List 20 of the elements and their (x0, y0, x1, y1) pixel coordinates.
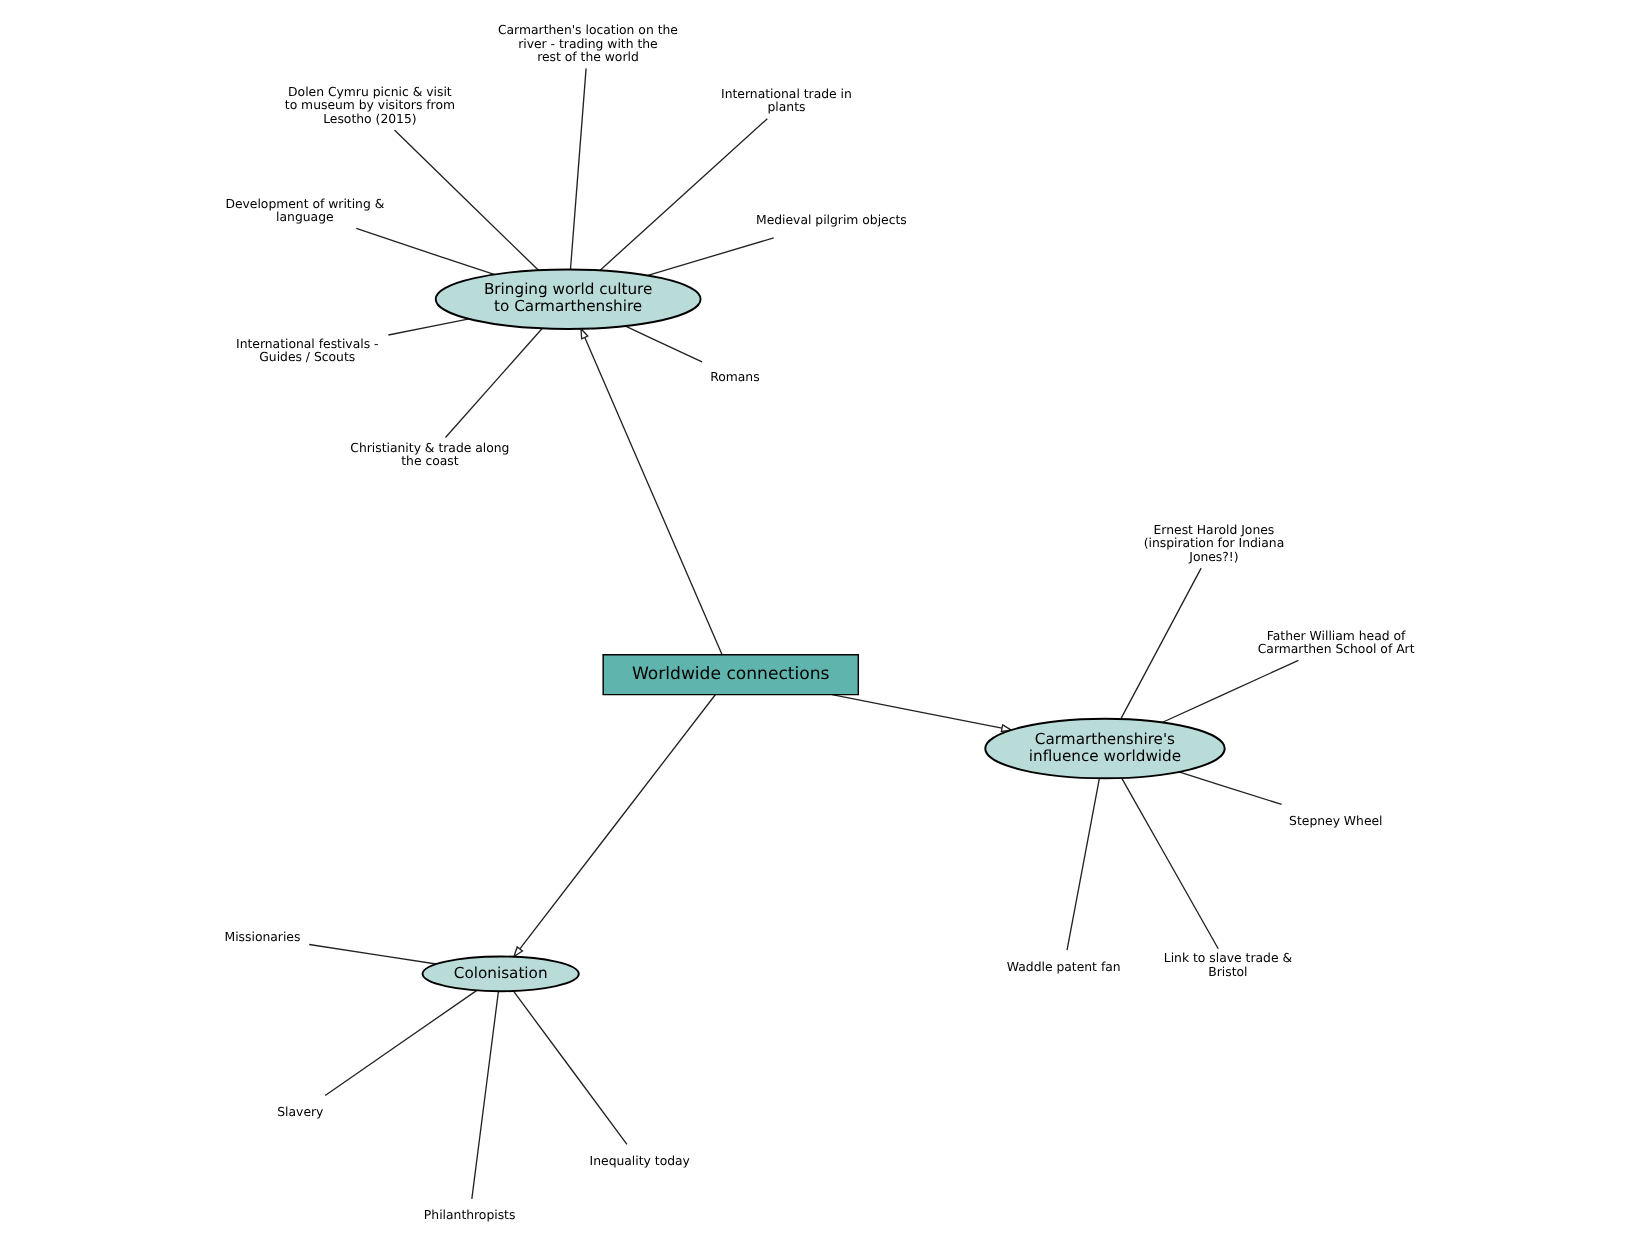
connector (1161, 659, 1300, 724)
connector (1178, 771, 1283, 806)
connector (393, 129, 540, 271)
connector (569, 67, 587, 271)
node-box: Worldwide connections (602, 653, 860, 696)
connector (1121, 777, 1219, 950)
connector (444, 327, 543, 439)
connector (387, 318, 470, 336)
connector (512, 990, 628, 1145)
connector (1120, 567, 1202, 720)
connector (308, 943, 437, 965)
connector (624, 325, 703, 363)
connector (1066, 777, 1100, 951)
connector (324, 989, 478, 1097)
connector (599, 118, 768, 272)
connector (647, 237, 775, 277)
arrow (512, 694, 716, 959)
connector (355, 227, 495, 276)
arrow (580, 326, 723, 656)
connector (471, 991, 500, 1200)
